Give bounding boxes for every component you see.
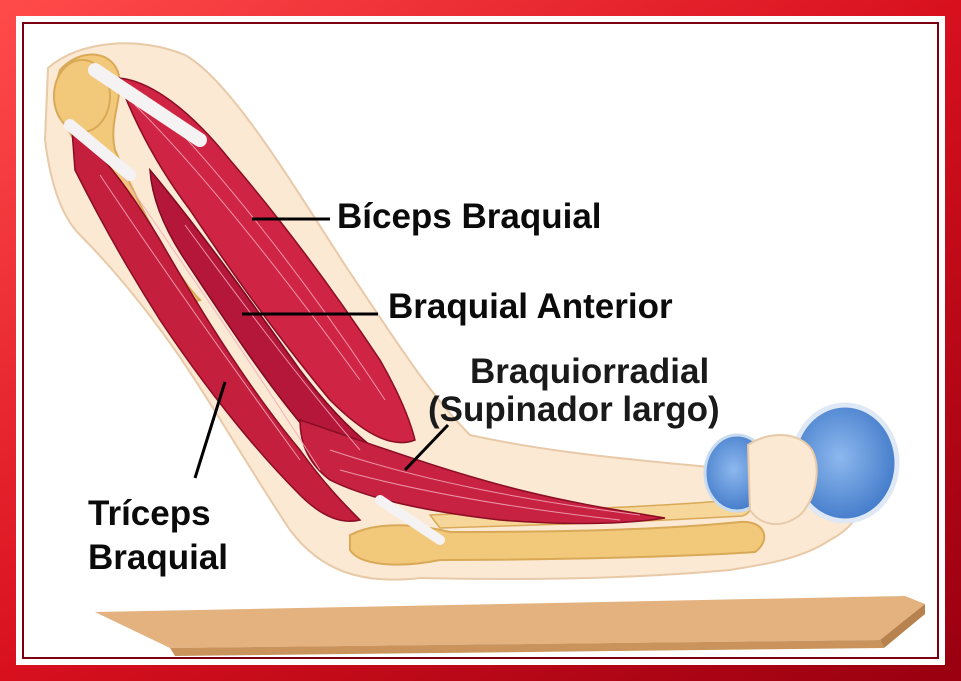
label-braquiorradial: Braquiorradial bbox=[470, 352, 709, 392]
label-biceps-braquial: Bíceps Braquial bbox=[337, 197, 602, 237]
table-top bbox=[95, 596, 925, 648]
label-supinador-largo: (Supinador largo) bbox=[428, 390, 720, 430]
label-triceps: Tríceps bbox=[88, 494, 211, 534]
label-braquial-anterior: Braquial Anterior bbox=[388, 287, 673, 327]
label-triceps-braquial: Braquial bbox=[88, 538, 228, 578]
